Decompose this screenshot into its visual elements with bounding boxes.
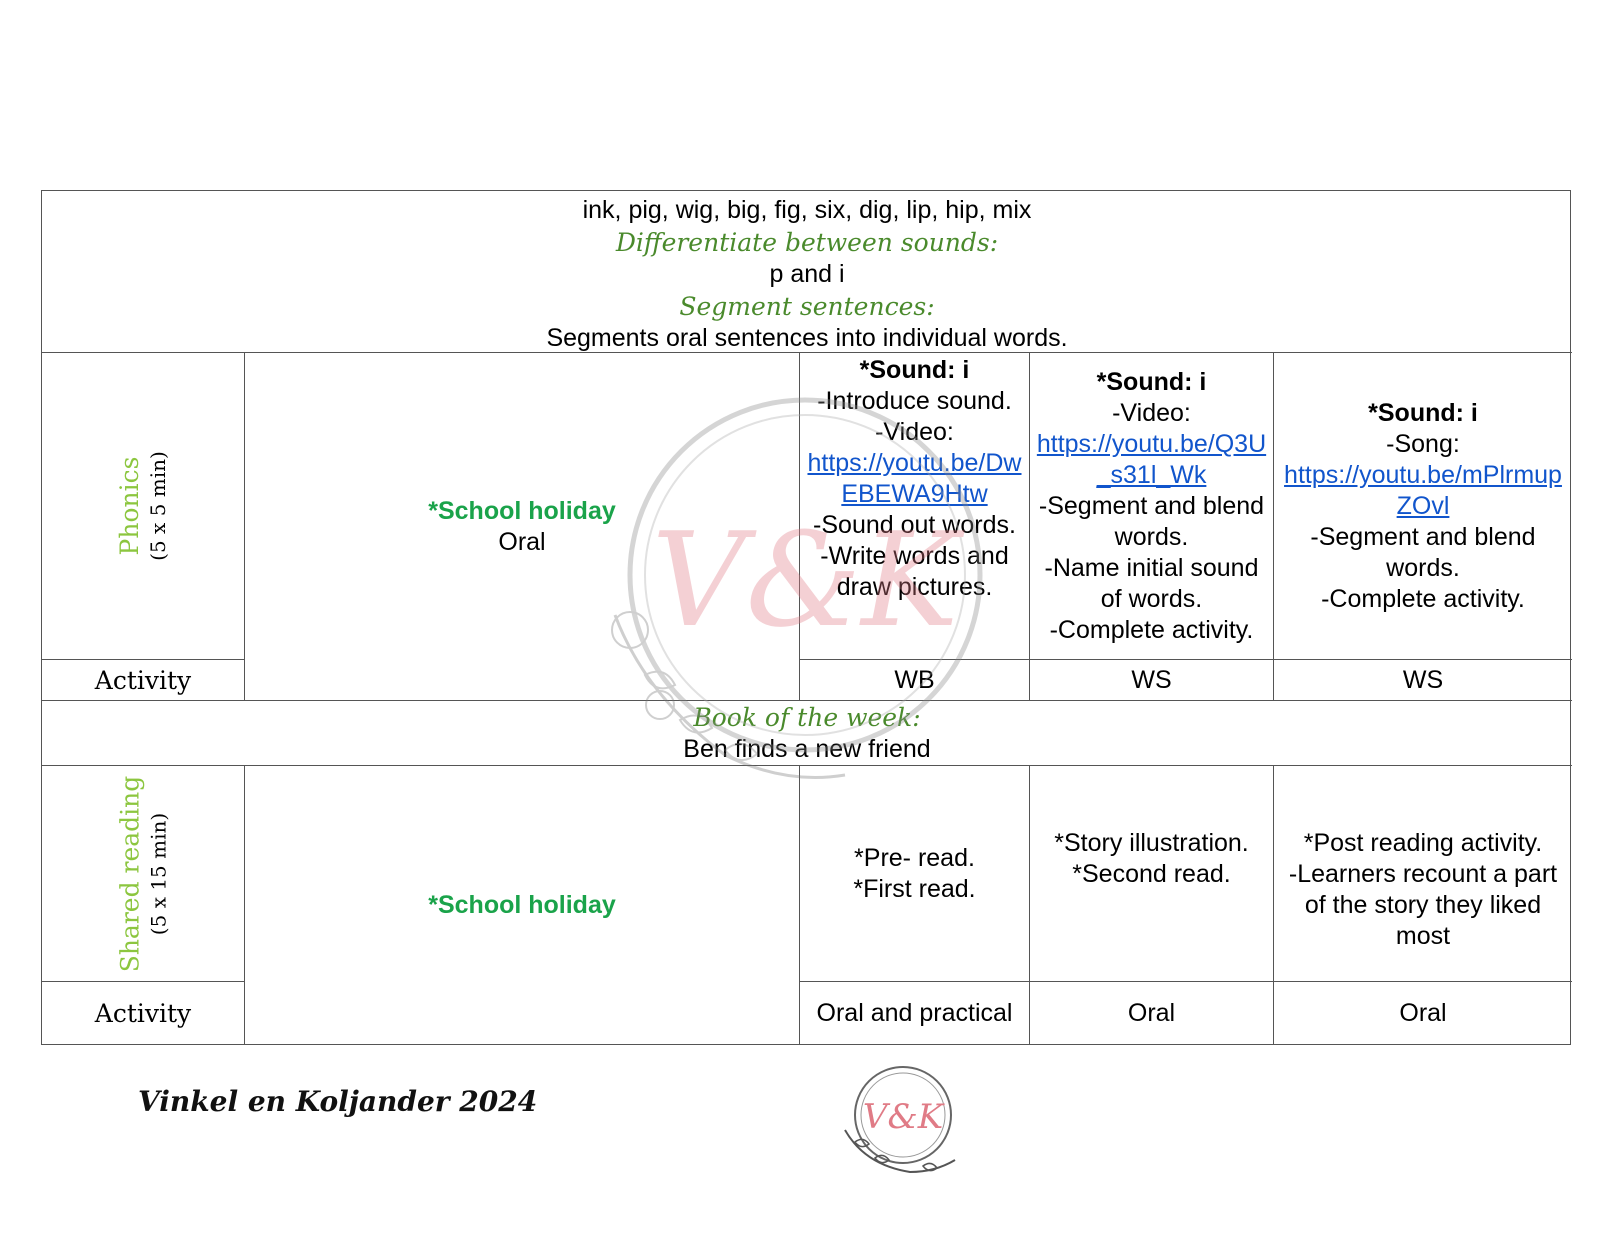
phonics-activity-day4-value: WS xyxy=(1131,665,1172,694)
segment-heading: Segment sentences: xyxy=(679,292,935,321)
phonics-holiday-sub: Oral xyxy=(498,527,546,556)
shared-reading-day4-line2: *Second read. xyxy=(1072,860,1231,888)
phonics-day4-line4: -Complete activity. xyxy=(1049,615,1254,644)
segment-value: Segments oral sentences into individual … xyxy=(546,324,1068,352)
differentiate-heading: Differentiate between sounds: xyxy=(615,228,999,257)
shared-reading-activity-day5-value: Oral xyxy=(1399,999,1447,1027)
phonics-day3-video-link[interactable]: https://youtu.be/DwEBEWA9Htw xyxy=(807,449,1022,508)
phonics-day5-title: *Sound: i xyxy=(1368,398,1478,427)
shared-reading-activity-day5: Oral xyxy=(1274,982,1572,1045)
shared-reading-day3-line2: *First read. xyxy=(853,874,976,903)
phonics-day3-line4: -Write words and draw pictures. xyxy=(820,542,1009,601)
word-list: ink, pig, wig, big, fig, six, dig, lip, … xyxy=(582,196,1032,224)
phonics-day4-title: *Sound: i xyxy=(1096,367,1207,396)
phonics-day5-cell: *Sound: i -Song: https://youtu.be/mPlrmu… xyxy=(1274,353,1572,660)
phonics-holiday-label: *School holiday xyxy=(428,496,616,525)
shared-reading-activity-label: Activity xyxy=(94,999,192,1028)
phonics-day4-line3: -Name initial sound of words. xyxy=(1044,553,1259,613)
shared-reading-subject-label: Shared reading xyxy=(115,775,144,972)
phonics-activity-day4: WS xyxy=(1030,660,1274,701)
phonics-time-label: (5 x 5 min) xyxy=(146,451,170,561)
phonics-day3-line1: -Introduce sound. xyxy=(817,387,1012,415)
phonics-day5-line2: -Segment and blend words. xyxy=(1310,522,1536,582)
shared-reading-activity-day3: Oral and practical xyxy=(800,982,1030,1045)
phonics-day3-line3: -Sound out words. xyxy=(813,511,1016,539)
shared-reading-day5-line2: -Learners recount a part of the story th… xyxy=(1288,860,1558,950)
shared-reading-day3-line1: *Pre- read. xyxy=(854,843,975,872)
phonics-day4-line2: -Segment and blend words. xyxy=(1038,491,1265,551)
shared-reading-time-label: (5 x 15 min) xyxy=(146,812,170,935)
phonics-holiday-cell: *School holiday Oral xyxy=(245,353,800,701)
book-heading: Book of the week: xyxy=(693,703,921,732)
book-of-week-section: Book of the week: Ben finds a new friend xyxy=(42,701,1572,766)
phonics-activity-day3-value: WB xyxy=(894,665,935,694)
shared-reading-activity-day4: Oral xyxy=(1030,982,1274,1045)
phonics-words-section: ink, pig, wig, big, fig, six, dig, lip, … xyxy=(42,191,1572,353)
shared-reading-day4-cell: *Story illustration. *Second read. xyxy=(1030,766,1274,982)
phonics-subject-label: Phonics xyxy=(115,456,144,556)
phonics-day5-song-link[interactable]: https://youtu.be/mPlrmupZOvl xyxy=(1284,460,1562,520)
shared-reading-activity-day4-value: Oral xyxy=(1127,999,1176,1027)
phonics-activity-day5: WS xyxy=(1274,660,1572,701)
shared-reading-day4-line1: *Story illustration. xyxy=(1054,829,1249,857)
shared-reading-activity-day3-value: Oral and practical xyxy=(816,999,1013,1027)
phonics-day4-line1: -Video: xyxy=(1112,398,1191,427)
phonics-activity-label: Activity xyxy=(94,665,192,695)
footer-brand-text: Vinkel en Koljander 2024 xyxy=(138,1085,538,1118)
footer-logo-monogram: V&K xyxy=(863,1097,946,1137)
phonics-subject-cell: Phonics (5 x 5 min) xyxy=(42,353,245,660)
phonics-day3-cell: *Sound: i -Introduce sound. -Video: http… xyxy=(800,353,1030,660)
phonics-day4-cell: *Sound: i -Video: https://youtu.be/Q3U_s… xyxy=(1030,353,1274,660)
shared-reading-day3-cell: *Pre- read. *First read. xyxy=(800,766,1030,982)
shared-reading-day5-cell: *Post reading activity. -Learners recoun… xyxy=(1274,766,1572,982)
phonics-day5-line1: -Song: xyxy=(1386,429,1460,458)
shared-reading-subject-cell: Shared reading (5 x 15 min) xyxy=(42,766,245,982)
phonics-activity-day3: WB xyxy=(800,660,1030,701)
phonics-day3-line2: -Video: xyxy=(875,418,954,446)
lesson-plan-table: ink, pig, wig, big, fig, six, dig, lip, … xyxy=(41,190,1572,1045)
book-title: Ben finds a new friend xyxy=(683,735,931,763)
differentiate-value: p and i xyxy=(769,260,845,288)
phonics-activity-day5-value: WS xyxy=(1402,665,1444,694)
shared-reading-day5-line1: *Post reading activity. xyxy=(1303,829,1543,857)
shared-reading-holiday-label: *School holiday xyxy=(428,891,616,919)
footer-logo: V&K xyxy=(844,1066,956,1174)
phonics-day3-title: *Sound: i xyxy=(859,356,970,384)
shared-reading-holiday-cell: *School holiday xyxy=(245,766,800,1045)
phonics-day5-line3: -Complete activity. xyxy=(1321,584,1525,613)
phonics-activity-label-cell: Activity xyxy=(42,660,245,701)
shared-reading-activity-label-cell: Activity xyxy=(42,982,245,1045)
phonics-day4-video-link[interactable]: https://youtu.be/Q3U_s31l_Wk xyxy=(1036,429,1267,489)
